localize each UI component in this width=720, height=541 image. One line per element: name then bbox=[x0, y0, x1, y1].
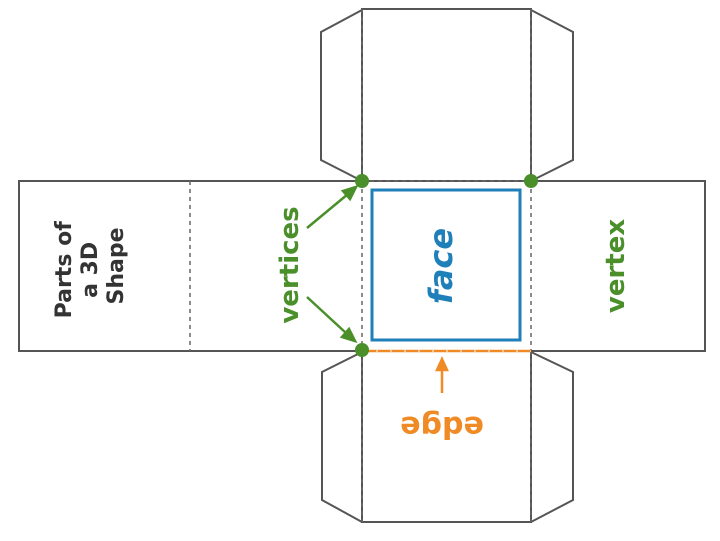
face-label: face bbox=[422, 228, 460, 304]
vertex-dot bbox=[355, 343, 369, 357]
arrow-head-icon bbox=[340, 184, 359, 202]
title-line: a 3D bbox=[78, 242, 103, 298]
arrow-line bbox=[306, 193, 349, 229]
vertex-label: vertex bbox=[601, 219, 631, 313]
vertices-label: vertices bbox=[275, 206, 305, 323]
title-line: Parts of bbox=[52, 221, 77, 319]
vertices-arrows bbox=[306, 184, 359, 344]
bottom-right-flap bbox=[530, 351, 574, 523]
top-right-flap bbox=[530, 9, 574, 182]
title-line: Shape bbox=[104, 227, 129, 304]
edge-arrow bbox=[435, 355, 449, 393]
top-left-flap bbox=[320, 9, 363, 182]
top-face bbox=[320, 8, 574, 182]
edge-label: edge bbox=[400, 409, 484, 444]
diagram-title: Parts of a 3D Shape bbox=[52, 214, 129, 319]
vertex-dot bbox=[355, 174, 369, 188]
vertex-dot bbox=[524, 174, 538, 188]
face-highlight bbox=[370, 188, 522, 342]
arrow-line bbox=[306, 296, 347, 334]
top-square bbox=[361, 8, 532, 182]
bottom-left-flap bbox=[321, 351, 363, 523]
arrow-head-icon bbox=[435, 355, 449, 372]
arrow-head-icon bbox=[339, 326, 358, 344]
